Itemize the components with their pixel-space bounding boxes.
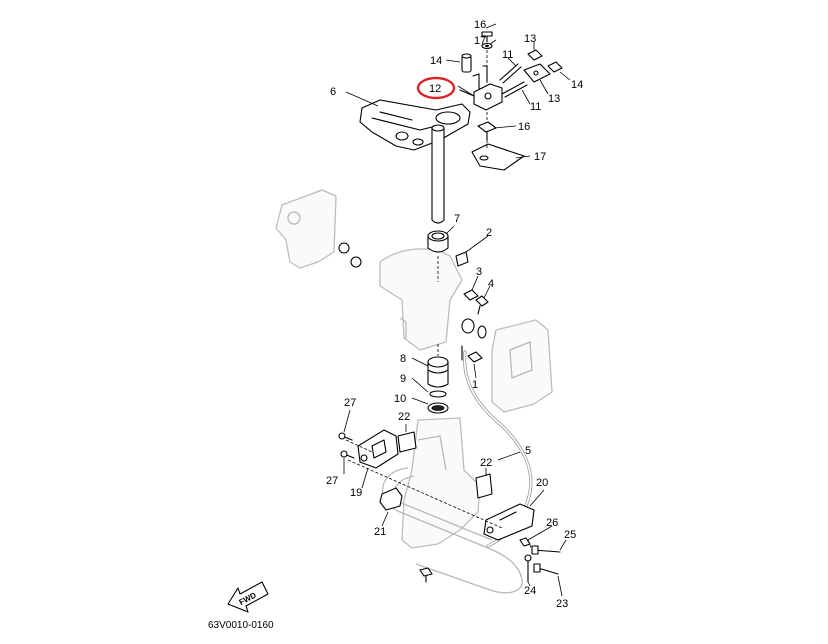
callout-20a[interactable]: 19 (350, 487, 362, 499)
callout-14b[interactable]: 14 (571, 79, 583, 91)
part-15-pin (461, 53, 472, 73)
callout-27a[interactable]: 27 (344, 397, 356, 409)
part-18-screw (481, 31, 493, 43)
ghost-housing-group (275, 189, 553, 594)
part-3-nut (463, 289, 479, 301)
callout-24[interactable]: 24 (524, 585, 536, 597)
callout-2[interactable]: 2 (486, 227, 492, 239)
callout-16[interactable]: 16 (518, 121, 530, 133)
callout-4[interactable]: 4 (488, 278, 494, 290)
part-21-block (379, 487, 403, 511)
part-24-screw (524, 554, 532, 583)
left-grommet (338, 242, 362, 268)
part-9-oring (429, 390, 447, 398)
ghost-steering-loop (382, 467, 523, 594)
steering-shaft (431, 124, 445, 224)
assembly-lines (345, 50, 533, 551)
part-25-bolt (531, 545, 561, 555)
callout-11a[interactable]: 11 (502, 49, 513, 61)
part-17-plate (471, 143, 525, 171)
right-grommet (461, 318, 487, 339)
part-13-plate (523, 63, 551, 83)
part-6-steering-bracket (359, 99, 471, 151)
part-19-washer (481, 42, 493, 50)
callout-27b[interactable]: 27 (326, 475, 338, 487)
ghost-swivel-bracket (379, 248, 463, 351)
callout-23[interactable]: 23 (556, 598, 568, 610)
callout-25[interactable]: 25 (564, 529, 576, 541)
callout-21[interactable]: 21 (374, 526, 386, 538)
callout-26[interactable]: 26 (546, 517, 558, 529)
part-10-seal (427, 402, 449, 414)
throttle-friction-block (459, 83, 503, 111)
highlight-ring (416, 76, 456, 100)
part-22-blocks (397, 431, 493, 499)
part-16-screw (477, 121, 497, 141)
part-26-nut (519, 537, 531, 547)
part-20-left-bracket (357, 429, 399, 469)
callout-11b[interactable]: 11 (530, 101, 541, 113)
callout-3[interactable]: 3 (476, 266, 482, 278)
callout-18[interactable]: 16 (474, 19, 486, 31)
callout-12[interactable]: 12 (429, 83, 441, 95)
callout-22a[interactable]: 22 (398, 411, 410, 423)
part-27-screws (338, 432, 355, 459)
callout-13[interactable]: 13 (548, 93, 560, 105)
callouts: 16 17 14 12 11 13 14 13 11 16 17 6 7 2 3… (326, 19, 583, 610)
callout-5[interactable]: 5 (525, 445, 531, 457)
part-14-nuts (527, 49, 563, 73)
part-2-plate (455, 251, 469, 267)
callout-19[interactable]: 17 (474, 35, 486, 47)
diagram-code: 63V0010-0160 (208, 620, 274, 631)
callout-14a[interactable]: 13 (524, 33, 536, 45)
small-bolt-bottom (419, 567, 433, 583)
ghost-lower-casing (401, 417, 481, 549)
leader-lines (343, 23, 571, 597)
part-11-bolts (499, 63, 528, 98)
callout-1[interactable]: 1 (472, 379, 478, 391)
part-20-right-bracket (483, 503, 535, 541)
callout-20b[interactable]: 20 (536, 477, 548, 489)
callout-22b[interactable]: 22 (480, 457, 492, 469)
callout-9[interactable]: 9 (400, 373, 406, 385)
ghost-right-bracket (491, 319, 553, 413)
callout-7[interactable]: 7 (454, 213, 460, 225)
ghost-left-bracket (275, 189, 337, 269)
part-1-bolt (461, 345, 483, 363)
callout-10[interactable]: 10 (394, 393, 406, 405)
part-4-bolt (475, 295, 489, 315)
callout-17[interactable]: 17 (534, 151, 546, 163)
callout-6[interactable]: 6 (330, 86, 336, 98)
part-7-bushing (427, 230, 449, 253)
fwd-arrow: FWD (227, 581, 269, 613)
callout-8[interactable]: 8 (400, 353, 406, 365)
part-23-bolt (533, 563, 559, 575)
part-8-bushing (427, 356, 449, 388)
callout-15[interactable]: 14 (430, 55, 442, 67)
